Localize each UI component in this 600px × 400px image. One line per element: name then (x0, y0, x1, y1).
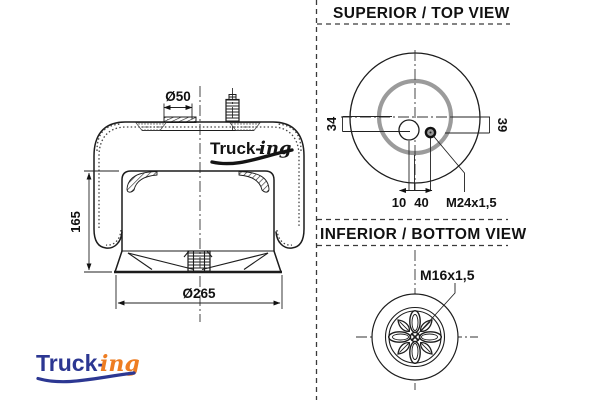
dim-bottom-offsets: 10 40 (392, 138, 433, 210)
bottom-view-title: INFERIOR / BOTTOM VIEW (320, 226, 527, 243)
piston (114, 170, 282, 274)
dim-base-diameter: Ø265 (115, 275, 283, 309)
dim-height: 165 (68, 170, 119, 273)
top-view-air-hole (398, 119, 420, 141)
dim-left-offset: 34 (324, 116, 410, 132)
bellows-outline (93, 121, 305, 249)
dim-label-hole-offset: 10 (392, 195, 406, 210)
dim-label-right-offset: 39 (495, 118, 510, 132)
bead-stipple-left (135, 122, 167, 131)
brand-logo-swoosh (36, 371, 136, 384)
piston-curl-right (238, 171, 270, 193)
body-logo-swoosh (210, 148, 294, 166)
top-stud (225, 94, 240, 123)
dim-label-port-diameter: Ø50 (165, 89, 191, 104)
body-logo: Truck- ing (210, 138, 294, 166)
piston-curl-left (126, 171, 158, 193)
stud-leader-line (432, 135, 465, 192)
brand-logo-text-main: Truck- (36, 350, 105, 376)
brand-logo: Truck- ing (36, 350, 140, 384)
top-view-title: SUPERIOR / TOP VIEW (333, 5, 510, 22)
bottom-boss (183, 250, 213, 273)
top-view-drawing: SUPERIOR / TOP VIEW 34 39 10 (317, 5, 510, 210)
body-logo-text-main: Truck- (210, 139, 261, 158)
dim-label-left-offset: 34 (324, 116, 339, 131)
bead-stipple-right (229, 122, 261, 131)
dim-right-offset: 39 (445, 116, 510, 134)
bottom-view-drawing: INFERIOR / BOTTOM VIEW (317, 218, 527, 390)
side-view-drawing: Ø50 Truck- ing (68, 86, 305, 322)
body-logo-text-suffix: ing (259, 138, 292, 159)
dim-label-stud-offset: 40 (414, 195, 428, 210)
bottom-stud-leader-line (415, 283, 456, 337)
thread-label-m16: M16x1,5 (420, 267, 475, 283)
dim-label-height: 165 (68, 211, 83, 233)
thread-label-m24: M24x1,5 (446, 195, 497, 210)
dim-label-base-diameter: Ø265 (182, 286, 216, 301)
